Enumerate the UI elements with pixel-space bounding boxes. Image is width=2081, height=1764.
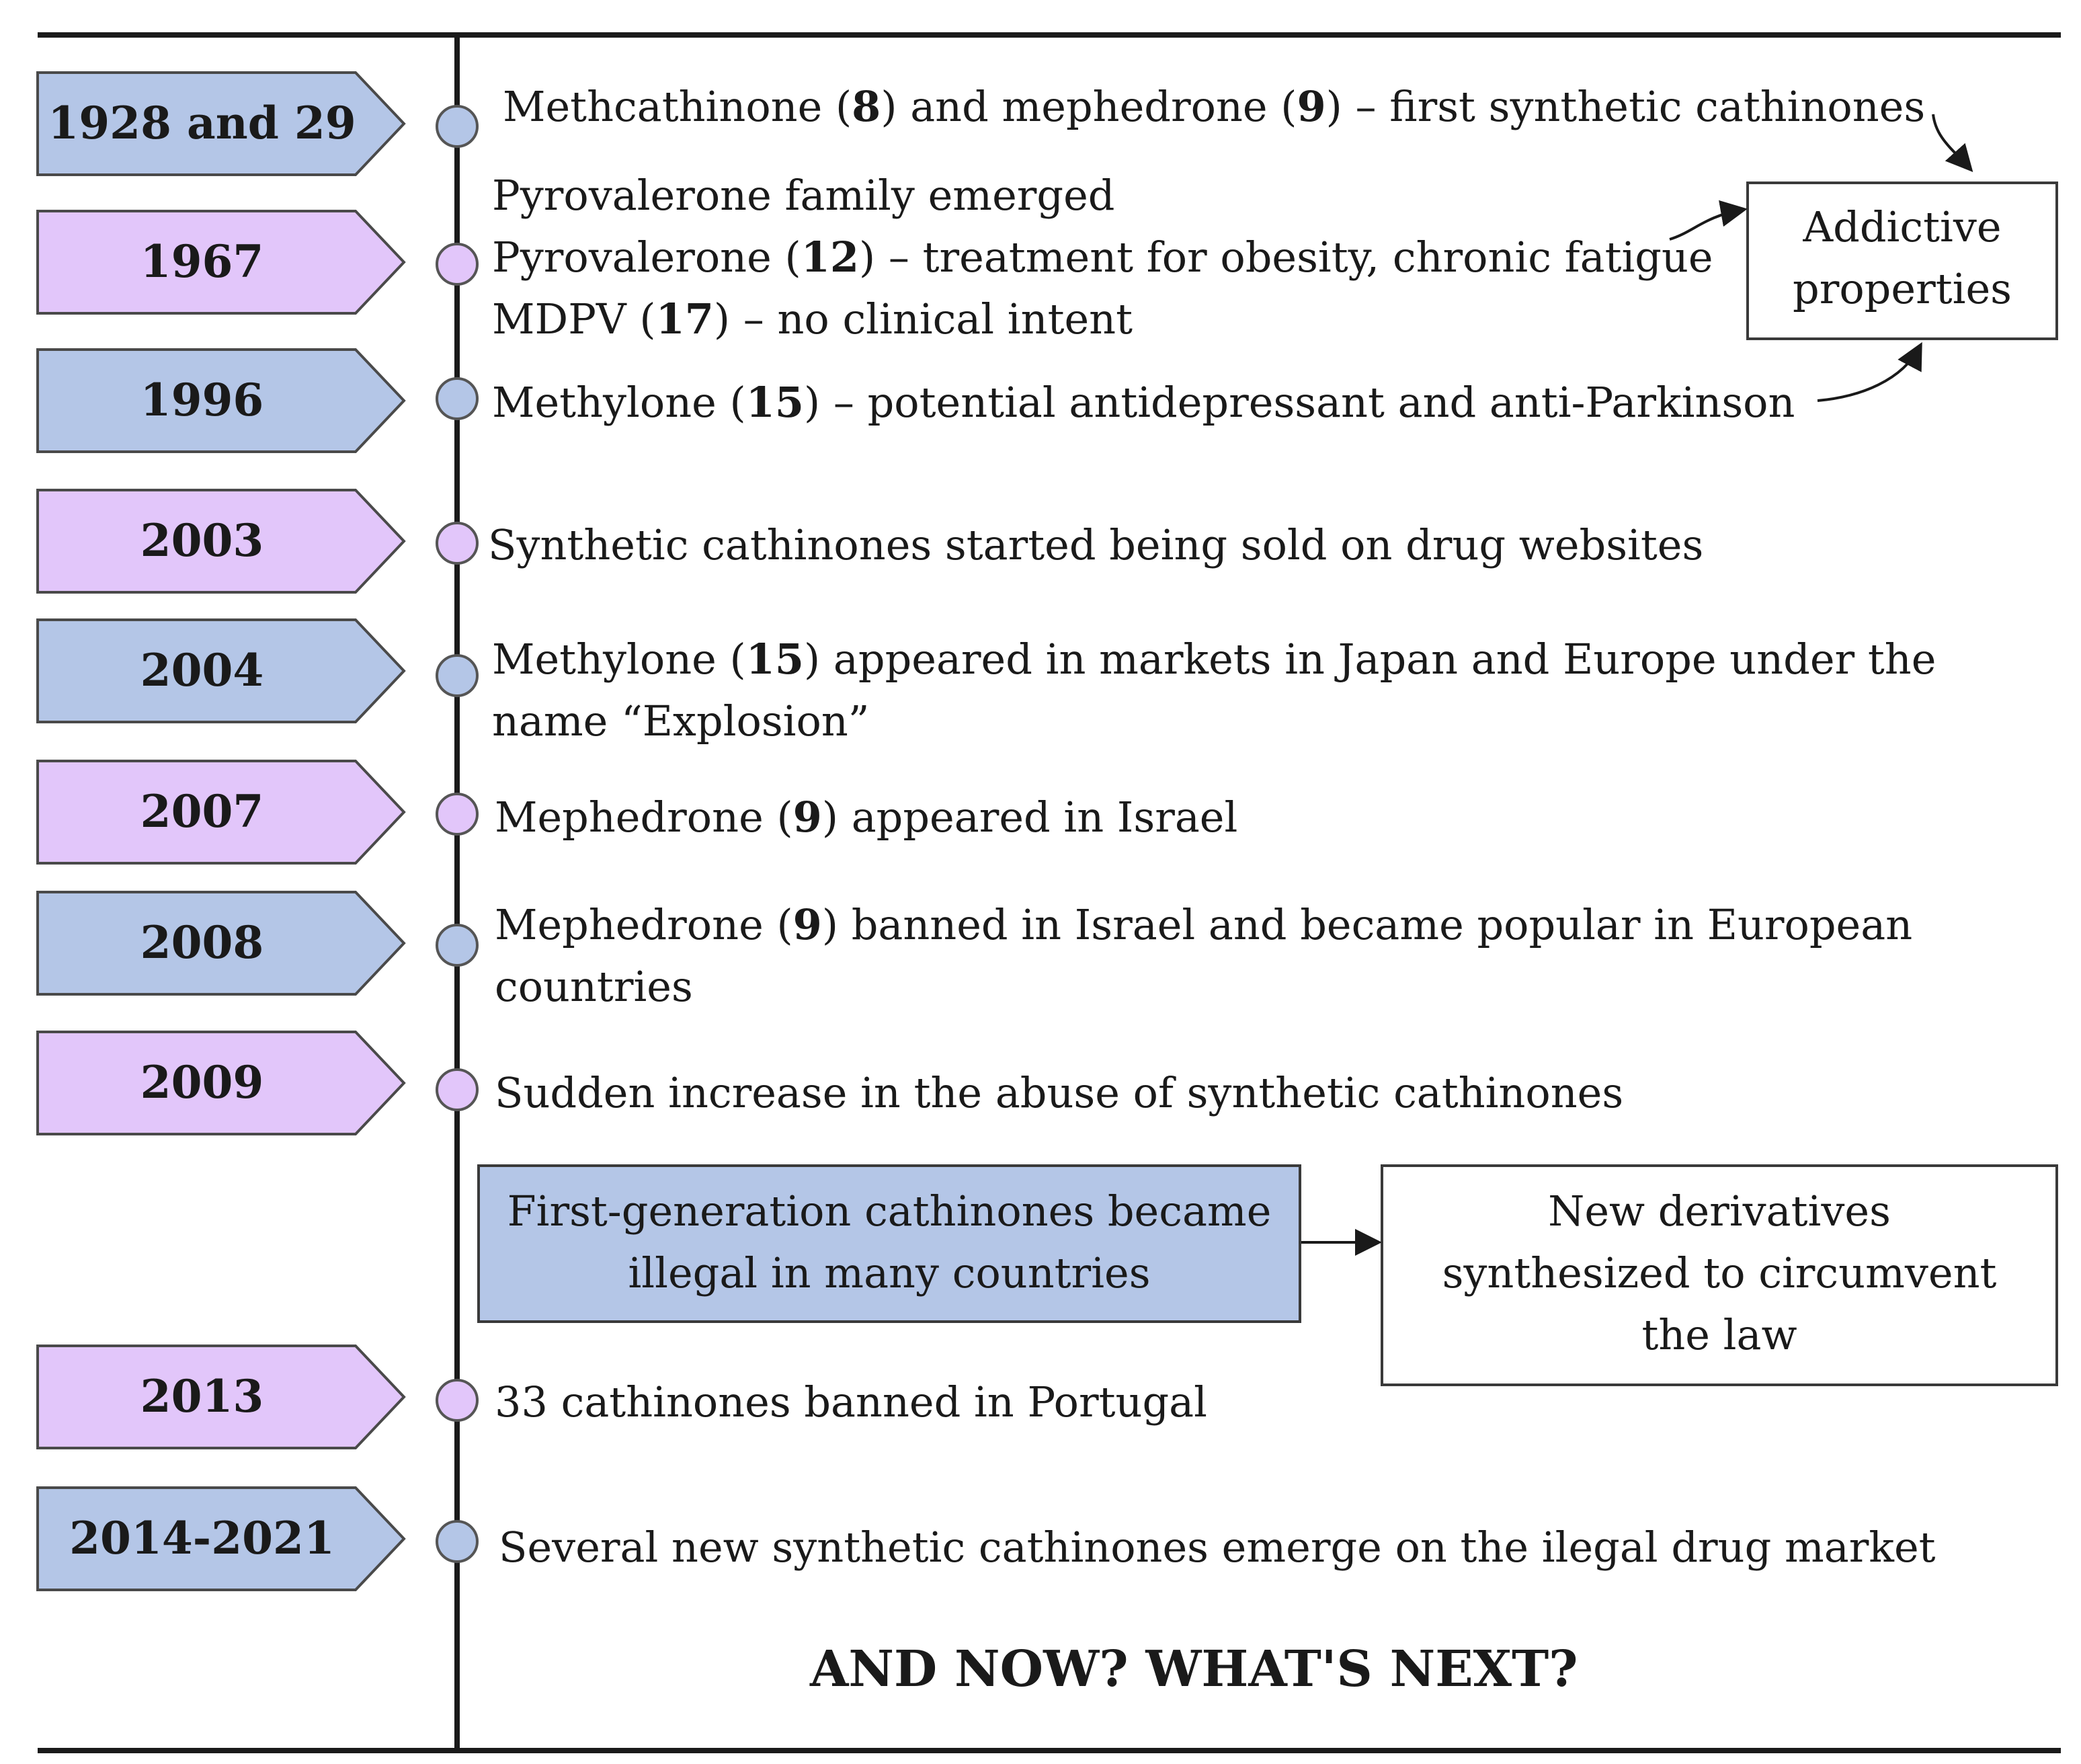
event-text-line: Methylone (15) – potential antidepressan… [492,372,1795,434]
arrow-to-addictive-left [1669,200,1748,241]
timeline-dot [436,924,479,967]
timeline-dot [436,105,479,148]
timeline-dot [436,243,479,286]
addictive-properties-box-text: properties [1793,264,2012,313]
year-label: 2007 [140,785,264,838]
event-text-line: Synthetic cathinones started being sold … [488,514,1703,576]
year-label: 1928 and 29 [48,97,356,149]
year-tag-shape [36,1486,406,1591]
year-tag: 1967 [36,210,406,315]
event-text-segment: ) – treatment for obesity, chronic fatig… [858,233,1713,282]
year-tag: 1928 and 29 [36,71,406,176]
event-text-segment: Methylone ( [492,635,746,684]
closing-question: AND NOW? WHAT'S NEXT? [810,1640,1578,1698]
event-text-line: Mephedrone (9) banned in Israel and beca… [495,894,1912,956]
illegal-cathinones-box [477,1164,1301,1323]
event-text-line: name “Explosion” [492,690,869,752]
event-text-segment: Mephedrone ( [495,900,793,949]
year-tag-shape [36,618,406,723]
year-label: 2008 [140,916,264,969]
year-label: 2013 [140,1370,264,1422]
year-tag-shape [36,210,406,315]
event-text-line: Mephedrone (9) appeared in Israel [495,787,1237,848]
new-derivatives-box-text: the law [1641,1310,1797,1359]
compound-number: 8 [852,82,881,131]
year-tag: 2007 [36,760,406,865]
compound-number: 9 [792,793,822,842]
event-text-segment: Pyrovalerone ( [492,233,801,282]
year-tag: 2004 [36,618,406,723]
event-text-segment: Pyrovalerone family emerged [492,171,1115,220]
event-text-segment: Mephedrone ( [495,793,793,842]
event-text-segment: Methcathinone ( [503,82,852,131]
event-text-segment: MDPV ( [492,294,656,344]
new-derivatives-box-text: New derivatives [1548,1187,1891,1236]
year-label: 2004 [140,644,264,696]
timeline-dot [436,654,479,697]
event-text-line: Pyrovalerone (12) – treatment for obesit… [492,227,1713,288]
arrow-to-addictive-bottom [1817,342,1922,402]
addictive-properties-box [1746,182,2058,340]
year-label: 2009 [140,1056,264,1109]
year-label: 1996 [140,374,264,426]
event-text-segment: Methylone ( [492,378,746,427]
timeline-dot [436,522,479,565]
event-text-segment: ) appeared in markets in Japan and Europ… [804,635,1936,684]
year-tag: 2009 [36,1031,406,1135]
year-tag: 1996 [36,348,406,453]
compound-number: 9 [792,900,822,949]
year-label: 2003 [140,514,264,567]
event-text-segment: ) – first synthetic cathinones [1325,82,1926,131]
event-text-segment: ) and mephedrone ( [881,82,1297,131]
event-text-line: countries [495,956,693,1018]
timeline-dot [436,1520,479,1563]
addictive-properties-box-text: Addictive [1803,202,2002,251]
year-tag-shape [36,760,406,865]
illegal-cathinones-box-text: First-generation cathinones became [507,1187,1272,1236]
event-text-segment: Sudden increase in the abuse of syntheti… [495,1068,1624,1117]
event-text-line: Several new synthetic cathinones emerge … [499,1517,1936,1578]
compound-number: 15 [745,378,805,427]
year-tag-shape [36,1031,406,1135]
new-derivatives-box [1381,1164,2058,1386]
arrow-to-addictive-top [1932,114,1973,172]
event-text-line: MDPV (17) – no clinical intent [492,288,1133,350]
compound-number: 9 [1297,82,1326,131]
event-text-segment: countries [495,962,693,1011]
compound-number: 12 [801,233,859,282]
event-text-line: Pyrovalerone family emerged [492,165,1115,227]
event-text-segment: ) – potential antidepressant and anti-Pa… [804,378,1795,427]
event-text-segment: Several new synthetic cathinones emerge … [499,1523,1936,1572]
illegal-cathinones-box-text: illegal in many countries [628,1248,1151,1297]
year-tag: 2003 [36,489,406,594]
compound-number: 15 [745,635,805,684]
timeline-dot [436,1068,479,1111]
year-tag-shape [36,348,406,453]
event-text-segment: ) – no clinical intent [713,294,1133,344]
year-tag: 2008 [36,891,406,996]
timeline-dot [436,793,479,836]
event-text-segment: 33 cathinones banned in Portugal [495,1377,1207,1427]
year-tag: 2014-2021 [36,1486,406,1591]
event-text-segment: ) banned in Israel and became popular in… [821,900,1913,949]
year-tag-shape [36,891,406,996]
year-tag-shape [36,71,406,176]
year-tag-shape [36,1345,406,1449]
year-label: 2014-2021 [69,1512,335,1564]
event-text-segment: Synthetic cathinones started being sold … [488,520,1704,569]
timeline-dot [436,377,479,420]
year-tag-shape [36,489,406,594]
event-text-segment: ) appeared in Israel [821,793,1238,842]
event-text-line: Methylone (15) appeared in markets in Ja… [492,629,1936,690]
compound-number: 17 [655,294,714,344]
event-text-line: 33 cathinones banned in Portugal [495,1371,1207,1433]
event-text-line: Sudden increase in the abuse of syntheti… [495,1062,1623,1124]
event-text-line: Methcathinone (8) and mephedrone (9) – f… [503,76,1925,138]
event-text-segment: name “Explosion” [492,696,870,746]
new-derivatives-box-text: synthesized to circumvent [1442,1248,1997,1297]
year-label: 1967 [140,235,264,288]
timeline-dot [436,1379,479,1422]
year-tag: 2013 [36,1345,406,1449]
